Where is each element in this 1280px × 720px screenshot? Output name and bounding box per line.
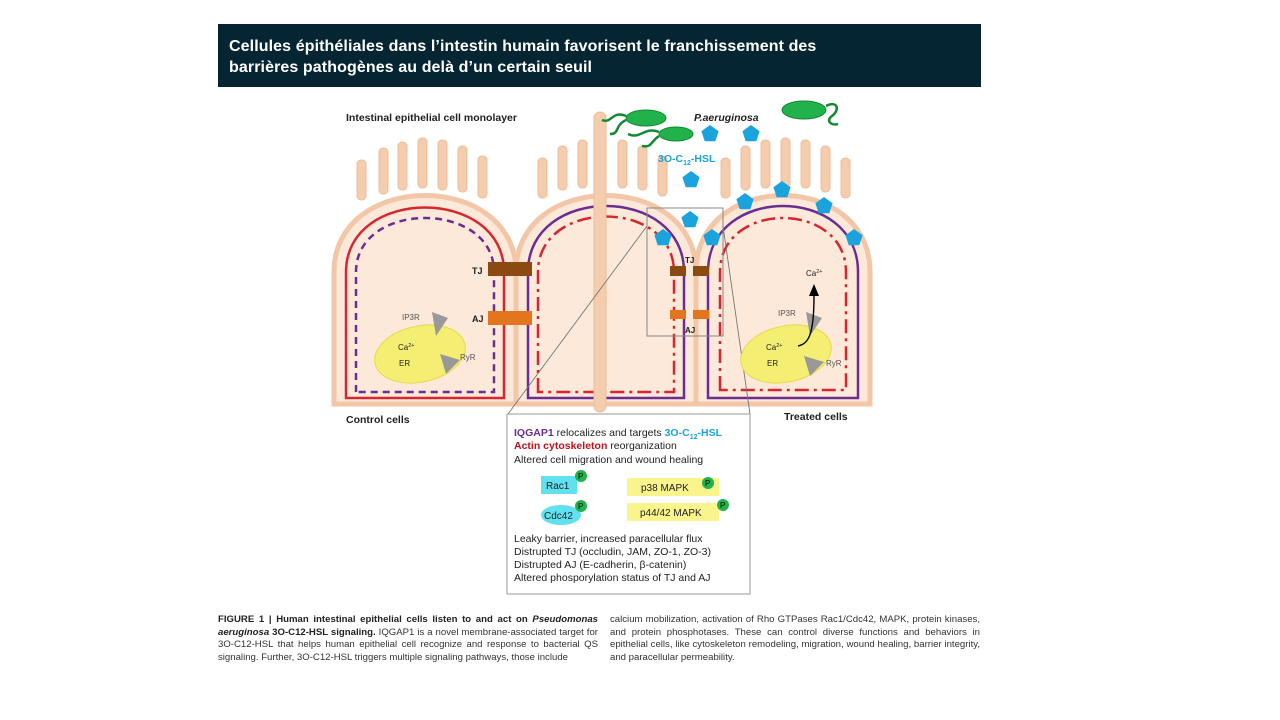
phospho-badges: P P P P bbox=[575, 470, 729, 512]
left-ca-label: Ca2+ bbox=[398, 343, 415, 352]
control-cells-label: Control cells bbox=[346, 414, 410, 426]
treated-cells-label: Treated cells bbox=[784, 411, 848, 423]
bacteria bbox=[601, 100, 839, 148]
phospho-badge-icon bbox=[702, 477, 714, 489]
aj-label: AJ bbox=[472, 314, 484, 324]
info-box: IQGAP1 relocalizes and targets 3O-C12-HS… bbox=[506, 413, 751, 595]
rac1-label: Rac1 bbox=[546, 481, 570, 492]
iqgap-line: IQGAP1 relocalizes and targets 3O-C12-HS… bbox=[514, 427, 723, 441]
svg-text:P: P bbox=[705, 479, 710, 488]
hsl-molecule-icon bbox=[742, 125, 760, 142]
p38-box bbox=[627, 478, 719, 496]
slide-title-line-2: barrières pathogènes au delà d’un certai… bbox=[229, 59, 593, 76]
caption-bold-end: 3O-C12-HSL signaling. bbox=[269, 626, 376, 638]
bacteria-label: P.aeruginosa bbox=[694, 112, 759, 124]
cdc42-ellipse bbox=[541, 505, 581, 525]
left-ryr-label: RyR bbox=[460, 353, 476, 362]
zoom-aj-label: AJ bbox=[685, 326, 695, 335]
er-right bbox=[740, 284, 832, 384]
p4442-box bbox=[627, 503, 719, 521]
monolayer-label: Intestinal epithelial cell monolayer bbox=[346, 112, 517, 124]
hsl-label: 3O-C12-HSL bbox=[658, 153, 716, 167]
adherens-junction bbox=[488, 311, 532, 325]
p4442-label: p44/42 MAPK bbox=[640, 508, 702, 519]
bacterium-icon bbox=[781, 100, 839, 126]
migration-line: Altered cell migration and wound healing bbox=[514, 454, 703, 466]
slide-title-line-1: Cellules épithéliales dans l’intestin hu… bbox=[229, 38, 817, 55]
hsl-molecule-icon bbox=[682, 171, 700, 188]
cdc42-label: Cdc42 bbox=[544, 511, 573, 522]
right-er-label: ER bbox=[767, 359, 778, 368]
phospho-badge-icon bbox=[575, 470, 587, 482]
left-er-label: ER bbox=[399, 359, 410, 368]
figure-caption-left: FIGURE 1 | Human intestinal epithelial c… bbox=[218, 614, 598, 664]
hsl-molecule-icon bbox=[701, 125, 719, 142]
right-ca-out-label: Ca2+ bbox=[806, 269, 823, 278]
svg-text:P: P bbox=[720, 501, 725, 510]
actin-line: Actin cytoskeleton reorganization bbox=[514, 440, 677, 452]
svg-text:P: P bbox=[578, 502, 583, 511]
zoom-region bbox=[507, 207, 751, 415]
hsl-molecule-icon bbox=[681, 211, 699, 228]
phospho-badge-icon bbox=[717, 499, 729, 511]
er-left bbox=[374, 312, 466, 384]
bacterium-icon bbox=[627, 126, 694, 148]
bacterium-icon bbox=[601, 109, 667, 136]
rac1-box bbox=[541, 476, 577, 494]
caption-species: Pseudomonas aeruginosa bbox=[218, 614, 598, 638]
microvilli bbox=[356, 137, 851, 201]
left-ip3r-label: IP3R bbox=[402, 313, 420, 322]
effect-line-4: Altered phosporylation status of TJ and … bbox=[514, 572, 711, 584]
diagram-labels: Intestinal epithelial cell monolayer P.a… bbox=[346, 112, 848, 426]
caption-left-text: IQGAP1 is a novel membrane-associated ta… bbox=[218, 626, 598, 663]
caption-fig-label: FIGURE 1 | Human intestinal epithelial c… bbox=[218, 614, 533, 625]
right-ca-label: Ca2+ bbox=[766, 343, 783, 352]
effect-line-1: Leaky barrier, increased paracellular fl… bbox=[514, 533, 703, 545]
hsl-molecule-icon bbox=[736, 193, 754, 210]
phospho-badge-icon bbox=[575, 500, 587, 512]
figure-caption-right: calcium mobilization, activation of Rho … bbox=[610, 614, 980, 663]
zoom-tj-label: TJ bbox=[685, 256, 694, 265]
svg-text:P: P bbox=[578, 472, 583, 481]
effect-line-3: Distrupted AJ (E-cadherin, β-catenin) bbox=[514, 559, 686, 571]
tj-label: TJ bbox=[472, 266, 483, 276]
p38-label: p38 MAPK bbox=[641, 483, 689, 494]
right-ryr-label: RyR bbox=[826, 359, 842, 368]
long-microvillus bbox=[593, 111, 607, 413]
tight-junction bbox=[488, 262, 532, 276]
effect-line-2: Distrupted TJ (occludin, JAM, ZO-1, ZO-3… bbox=[514, 546, 711, 558]
slide-title-bar: Cellules épithéliales dans l’intestin hu… bbox=[218, 24, 981, 87]
right-ip3r-label: IP3R bbox=[778, 309, 796, 318]
